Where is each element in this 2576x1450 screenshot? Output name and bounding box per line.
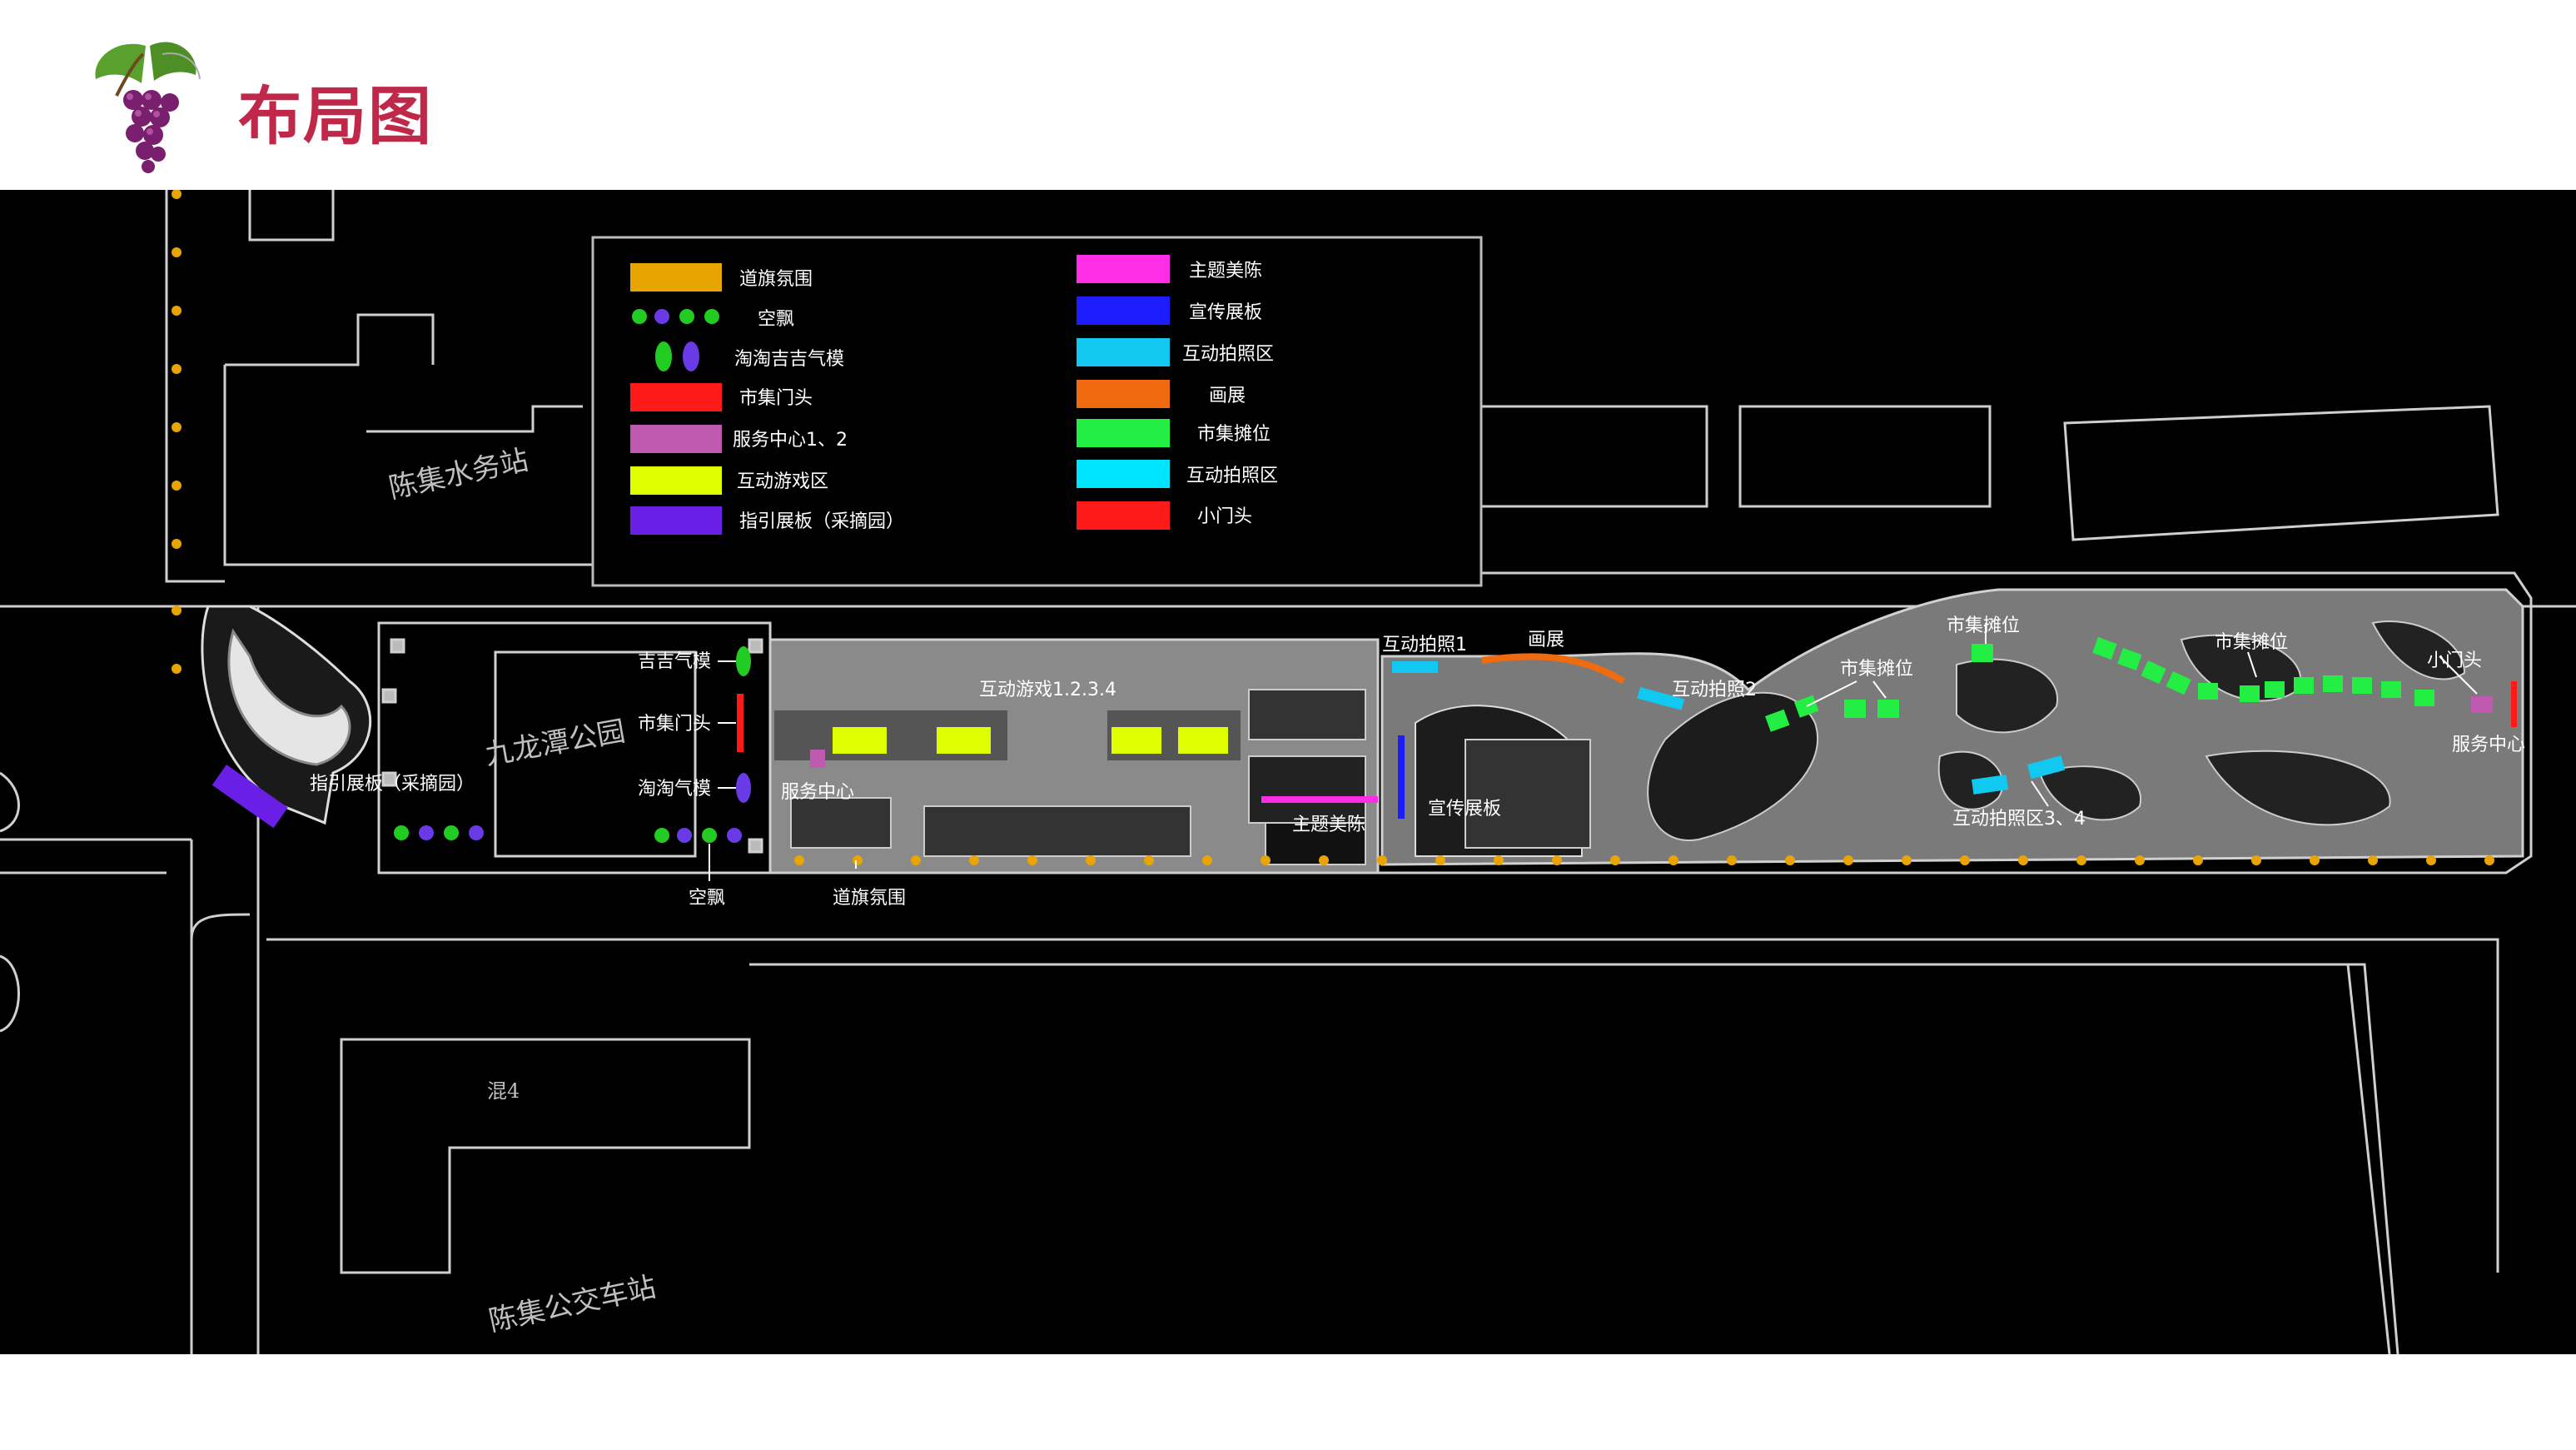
annotation-balloons: 空飘 <box>689 888 725 909</box>
legend-label-flags: 道旗氛围 <box>739 269 813 290</box>
annotation-stall-b: 市集摊位 <box>1947 615 2020 636</box>
plaza-area <box>1380 588 2524 866</box>
legend-label-stalls: 市集摊位 <box>1197 424 1271 445</box>
marker-theme-display <box>1261 796 1378 803</box>
marker-balloons-left <box>394 825 484 840</box>
annotation-flags: 道旗氛围 <box>833 888 906 909</box>
footer <box>0 1354 2576 1450</box>
legend-label-service: 服务中心1、2 <box>733 430 848 451</box>
flag-markers <box>172 190 2494 865</box>
legend-swatch-balloons <box>632 309 719 324</box>
marker-market-gate <box>737 694 743 752</box>
legend-label-balloons: 空飘 <box>758 309 794 330</box>
annotation-guide-board: 指引展板（采摘园） <box>310 774 475 795</box>
marker-jiji-balloon <box>736 646 751 676</box>
annotation-photo-1: 互动拍照1 <box>1382 635 1467 655</box>
legend-label-market-gate: 市集门头 <box>739 388 813 409</box>
annotation-promo-board: 宣传展板 <box>1428 799 1501 820</box>
legend-swatch-promo <box>1077 296 1170 325</box>
marker-stalls <box>1765 636 2434 732</box>
legend-swatch-photo-b <box>1077 460 1170 488</box>
legend-label-painting: 画展 <box>1209 386 1246 406</box>
marker-photo-4 <box>2026 755 2066 780</box>
legend-label-inflatables: 淘淘吉吉气模 <box>734 349 844 370</box>
label-water-station: 陈集水务站 <box>386 443 532 505</box>
header: 布局图 <box>0 0 2576 190</box>
marker-painting <box>1481 653 1626 685</box>
marker-guide-board <box>211 765 288 829</box>
legend-swatch-guide <box>630 506 722 535</box>
site-layout-plan: 道旗氛围 空飘 淘淘吉吉气模 市集门头 服务中心1、2 互动游戏区 指引展板（采… <box>0 190 2576 1354</box>
legend-swatch-stalls <box>1077 419 1170 447</box>
label-bus-station: 陈集公交车站 <box>486 1270 659 1338</box>
annotation-games: 互动游戏1.2.3.4 <box>979 680 1116 700</box>
marker-taotao-balloon <box>736 773 751 803</box>
site-plan-drawing: 道旗氛围 空飘 淘淘吉吉气模 市集门头 服务中心1、2 互动游戏区 指引展板（采… <box>0 190 2576 1354</box>
annotation-small-gate: 小门头 <box>2427 650 2482 671</box>
annotation-market-gate: 市集门头 <box>638 714 711 735</box>
marker-photo-1 <box>1392 661 1438 673</box>
annotation-service-center: 服务中心 <box>781 782 854 803</box>
marker-games <box>833 727 1228 754</box>
marker-small-gate <box>2511 681 2517 727</box>
annotation-service-right: 服务中心 <box>2452 735 2525 755</box>
marker-promo-board <box>1398 735 1405 819</box>
legend-swatch-photo-a <box>1077 338 1170 366</box>
legend-label-games: 互动游戏区 <box>737 471 828 492</box>
annotation-photo-2: 互动拍照2 <box>1672 680 1757 700</box>
legend-swatch-small-gate <box>1077 501 1170 530</box>
legend-swatch-inflatables <box>655 341 699 371</box>
fountain-area <box>201 605 372 825</box>
leader-lines <box>709 623 2478 881</box>
legend-label-photo-a: 互动拍照区 <box>1182 344 1274 365</box>
legend-label-promo: 宣传展板 <box>1189 302 1262 323</box>
legend-swatch-flags <box>630 263 722 291</box>
marker-photo-2 <box>1637 686 1685 710</box>
annotation-stall-c: 市集摊位 <box>2215 632 2288 653</box>
label-bldg: 混4 <box>487 1079 520 1103</box>
legend-swatch-market-gate <box>630 383 722 411</box>
annotation-jiji-balloon: 吉吉气模 <box>638 651 711 672</box>
annotation-theme-display: 主题美陈 <box>1292 815 1365 835</box>
marker-balloons-right <box>654 828 742 843</box>
annotation-stall-a: 市集摊位 <box>1840 659 1913 680</box>
legend-label-small-gate: 小门头 <box>1197 506 1252 527</box>
marker-service-right <box>2471 696 2493 713</box>
annotation-painting: 画展 <box>1528 630 1564 650</box>
legend-label-guide: 指引展板（采摘园） <box>739 511 904 532</box>
marker-service-left <box>810 750 825 768</box>
legend-label-theme: 主题美陈 <box>1189 261 1262 282</box>
legend-box <box>591 236 1483 587</box>
annotation-taotao-balloon: 淘淘气模 <box>638 779 711 800</box>
legend-swatch-games <box>630 466 722 495</box>
grape-logo-icon <box>95 42 201 173</box>
legend-swatch-service <box>630 425 722 453</box>
legend-swatch-theme <box>1077 255 1170 283</box>
page-title: 布局图 <box>238 79 433 153</box>
game-area <box>768 638 1380 874</box>
legend-label-photo-b: 互动拍照区 <box>1186 466 1278 486</box>
marker-photo-3 <box>1971 775 2009 795</box>
annotation-photo-34: 互动拍照区3、4 <box>1952 809 2086 830</box>
legend-swatch-painting <box>1077 380 1170 408</box>
label-park: 九龙潭公园 <box>483 715 628 772</box>
